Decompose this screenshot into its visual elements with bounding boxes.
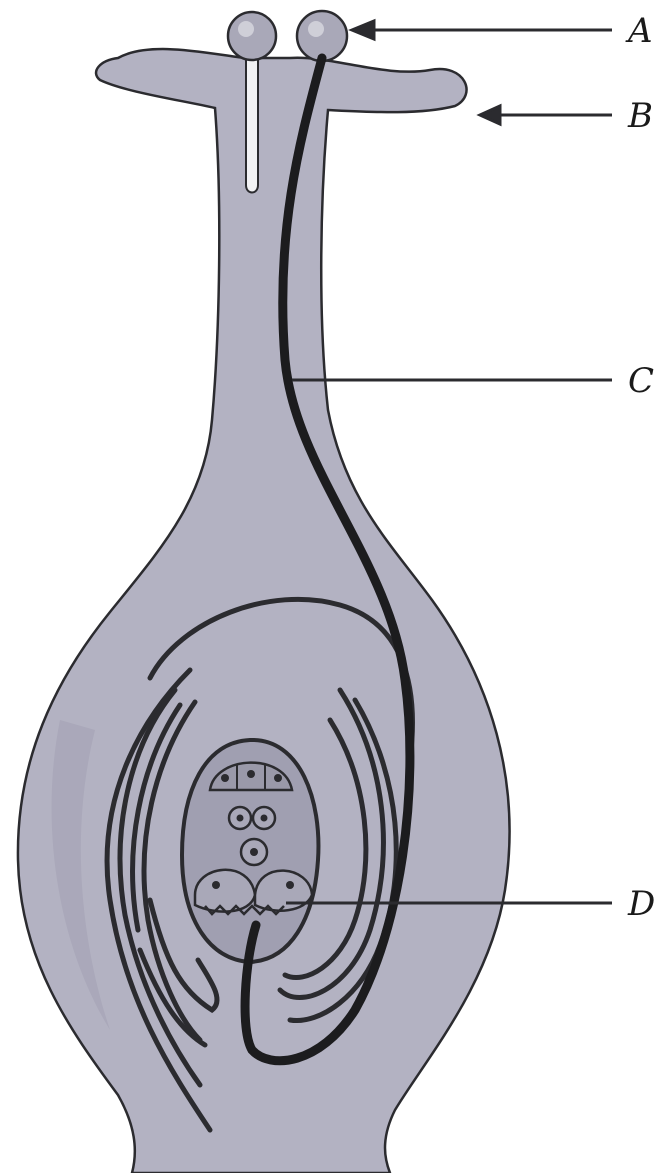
- synergid-left: [195, 870, 255, 912]
- pollen-grain-left: [228, 12, 276, 60]
- short-pollen-tube: [246, 55, 258, 193]
- label-c: C: [628, 361, 654, 401]
- label-b: B: [627, 96, 653, 136]
- label-d: D: [627, 884, 655, 924]
- labels: A B C D: [625, 11, 655, 924]
- arrowhead-a: [352, 21, 374, 39]
- arrowhead-b: [480, 106, 500, 124]
- pistil-body: [18, 49, 510, 1173]
- pistil: [18, 49, 510, 1173]
- synergid-right: [255, 871, 312, 911]
- label-a: A: [625, 11, 653, 51]
